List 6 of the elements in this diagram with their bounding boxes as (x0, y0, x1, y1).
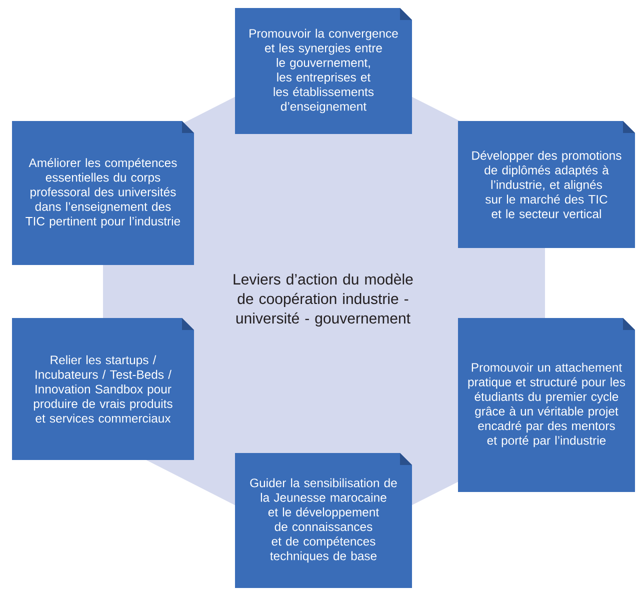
text-box: Promouvoir la convergence et les synergies entre le gouvernement, les entreprises et les établissements d’enseignement (235, 8, 412, 134)
text-box: Relier les startups / Incubateurs / Test-Beds / Innovation Sandbox pour produire de vrais produits et services commerciaux (12, 318, 194, 460)
text-box: Guider la sensibilisation de la Jeunesse marocaine et le développement de connaissances et de compétences techniques de base (235, 452, 412, 588)
text-box: Promouvoir un attachement pratique et structuré pour les étudiants du premier cycle grâce à un véritable projet encadré par des mentors et porté par l’industrie (458, 318, 635, 492)
text-box: Améliorer les compétences essentielles du corps professoral des universités dans l’enseignement des TIC pertinent pour l’industrie (12, 121, 194, 265)
text-box: Développer des promotions de diplômés adaptés à l’industrie, et alignés sur le marché des TIC et le secteur vertical (458, 121, 635, 248)
